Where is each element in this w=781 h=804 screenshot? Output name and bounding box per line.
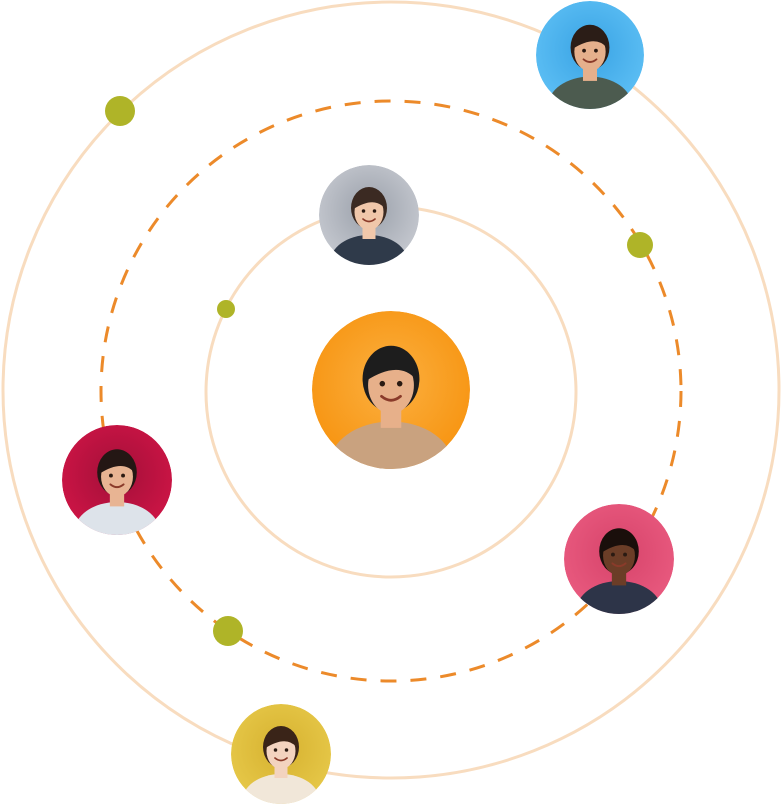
orbit-dot: [627, 232, 653, 258]
orbit-dot: [105, 96, 135, 126]
avatar-top-right: [536, 1, 644, 109]
dashed-orbit: [99, 99, 683, 683]
person-avatar-icon: [330, 187, 408, 265]
avatar-right: [564, 504, 674, 614]
orbit-dot: [213, 616, 243, 646]
outer-ring: [1, 0, 781, 780]
person-avatar-icon: [576, 528, 662, 614]
orbit-dot: [217, 300, 235, 318]
avatar-bottom: [231, 704, 331, 804]
person-avatar-icon: [547, 24, 633, 109]
avatar-top-center: [319, 165, 419, 265]
avatar-left: [62, 425, 172, 535]
person-avatar-icon: [242, 726, 320, 804]
person-avatar-icon: [74, 449, 160, 535]
avatar-center: [312, 311, 470, 469]
person-avatar-icon: [329, 345, 453, 469]
